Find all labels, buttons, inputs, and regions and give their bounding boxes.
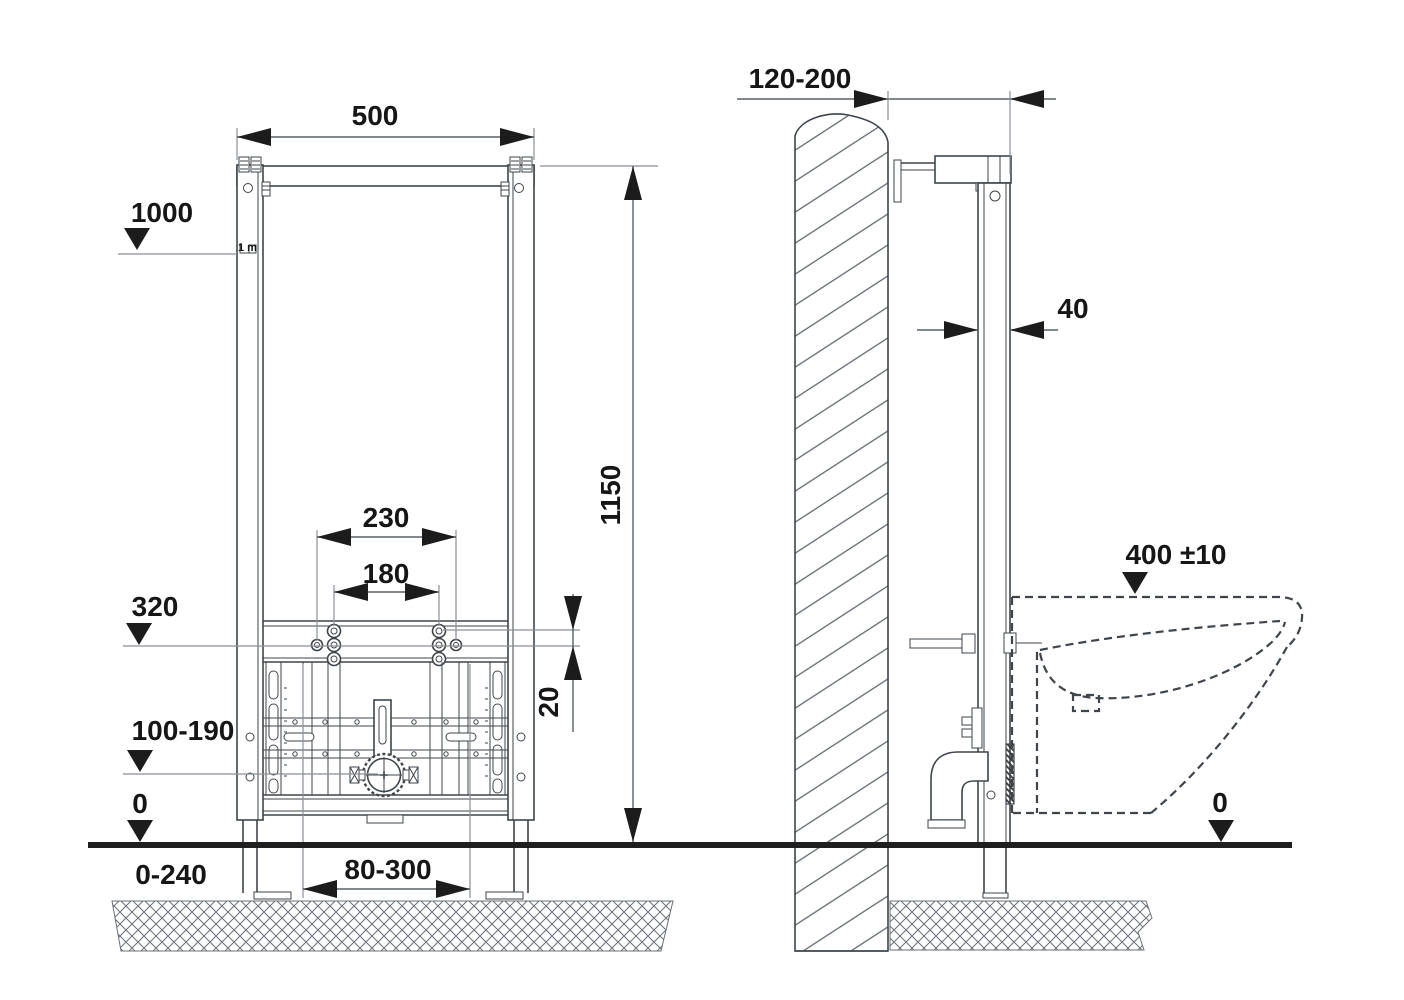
left-rail [236, 164, 264, 821]
mounting-plate [263, 620, 508, 667]
top-crossbar [236, 165, 535, 187]
rail-mark-label: 1 m [238, 242, 257, 254]
rail-hole-top-left [243, 183, 253, 193]
datum-floor-marker [127, 820, 153, 842]
slot-channel-right [485, 670, 503, 794]
profile-hole-top [989, 190, 1001, 202]
rail-hole-top-right [514, 183, 524, 193]
datum-drain-marker [127, 750, 153, 772]
dim-holes-outer-label: 230 [363, 502, 410, 533]
fixing-hole-outer-left [310, 638, 324, 652]
dim-height-label: 1150 [595, 465, 626, 526]
side-view: 120-200 40 400 ±10 0 [737, 63, 1304, 952]
dim-profile-depth-label: 40 [1057, 293, 1088, 324]
datum-floor-right-label: 0 [1212, 787, 1228, 818]
side-foot [982, 845, 1009, 899]
one-meter-mark [239, 243, 257, 254]
datum-subfloor-label: 0-240 [135, 859, 207, 890]
dim-offset-label: 20 [533, 686, 564, 717]
side-frame [893, 155, 1042, 899]
datum-1000-label: 1000 [131, 197, 193, 228]
datum-ceramic-marker [1122, 572, 1148, 594]
hanger-bolt [909, 632, 1042, 654]
lower-crossbar [263, 794, 508, 824]
corner-bracket-left [238, 156, 262, 173]
wall-bracket-plate [893, 159, 902, 203]
slot-channel-left [268, 670, 287, 794]
top-rail-side [934, 155, 1012, 184]
datum-floor-right-marker [1208, 820, 1234, 842]
corner-bracket-right [509, 156, 533, 173]
wall-section [794, 113, 889, 952]
fixing-holes-inner-left [326, 623, 342, 667]
drain-connector-side [1005, 743, 1015, 805]
fixing-holes-inner-right [431, 623, 447, 667]
ceramic-outline [1010, 595, 1304, 815]
datum-320-marker [126, 623, 152, 645]
profile-hole-bottom [986, 790, 996, 800]
dim-wall-distance-label: 120-200 [749, 63, 852, 94]
datum-ceramic-label: 400 ±10 [1125, 539, 1226, 570]
datum-320-label: 320 [132, 591, 179, 622]
front-dimensions: 500 1000 1 m 1150 230 180 [118, 100, 658, 898]
datum-1000-marker [124, 228, 150, 250]
front-view: 500 1000 1 m 1150 230 180 [111, 100, 674, 952]
datum-drain-label: 100-190 [132, 715, 235, 746]
dim-width-label: 500 [352, 100, 399, 131]
foot-left [242, 820, 292, 900]
supply-bracket [961, 707, 983, 749]
drain-connector [349, 752, 419, 798]
front-frame [236, 156, 535, 900]
adjust-slot-right [445, 732, 477, 742]
floor-screed-front [111, 900, 674, 952]
side-dimensions: 120-200 40 400 ±10 0 [737, 63, 1234, 842]
rail-band-holes [292, 719, 479, 757]
floor-screed-side [889, 900, 1153, 951]
dim-holes-inner-label: 180 [363, 558, 410, 589]
lower-frame-section [245, 662, 526, 795]
frame-profile [977, 182, 1011, 846]
fixing-hole-outer-right [449, 638, 463, 652]
adjust-slot-left [283, 732, 315, 742]
right-rail [507, 164, 535, 821]
finished-floor-line [88, 842, 1292, 848]
foot-right [485, 820, 529, 900]
datum-floor-label: 0 [132, 788, 148, 819]
dim-feet-label: 80-300 [344, 854, 431, 885]
